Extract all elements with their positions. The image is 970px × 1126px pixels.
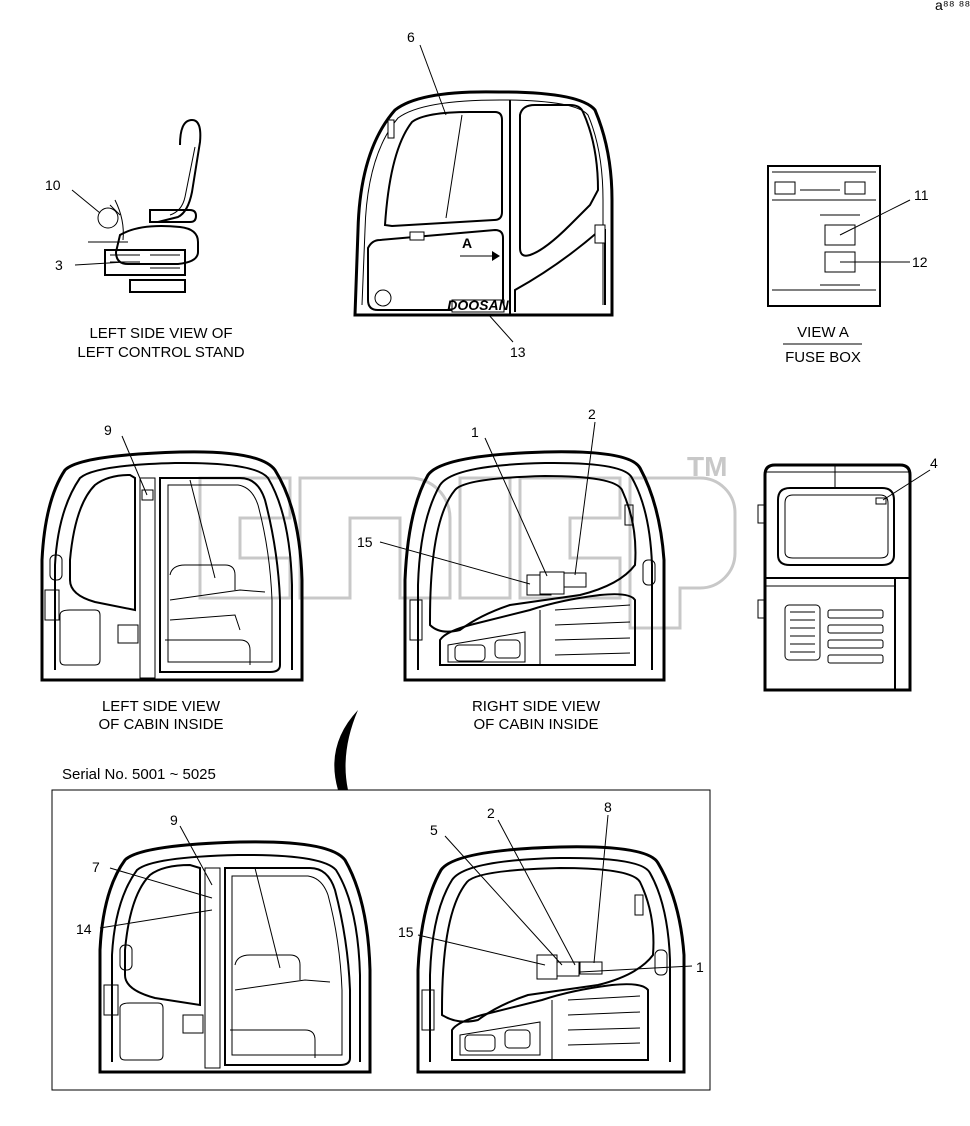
right-cabin-view: 1 2 15 RIGHT SIDE VIEW OF CABIN INSIDE	[357, 406, 666, 733]
fuse-caption-line1: VIEW A	[797, 324, 849, 341]
callout-door-13: 13	[510, 344, 526, 360]
fuse-box-view: 11 12 VIEW A FUSE BOX	[767, 165, 929, 366]
callout-seat-3: 3	[55, 257, 63, 273]
door-view: DOOSAN A 6 13	[353, 29, 614, 360]
callout-right-15: 15	[357, 534, 373, 550]
serial-frame	[51, 789, 711, 1091]
callout-right-2: 2	[588, 406, 596, 422]
callout-serial-left-7: 7	[92, 859, 100, 875]
door-arrow-label: A	[462, 235, 472, 251]
callout-right-1: 1	[471, 424, 479, 440]
seat-view: 10 3 LEFT SIDE VIEW OF LEFT CONTROL STAN…	[45, 118, 245, 361]
seat-caption-line2: LEFT CONTROL STAND	[77, 344, 244, 361]
callout-rear-4: 4	[930, 455, 938, 471]
rear-cabin-view: 4	[757, 455, 938, 692]
serial-left-cabin-view: 9 7 14	[76, 812, 372, 1074]
left-cabin-view: 9 LEFT SIDE VIEW OF CABIN INSIDE	[40, 422, 304, 733]
corner-mark: a⁸⁸ ⁸⁸⁸	[935, 0, 970, 13]
left-cabin-caption-line2: OF CABIN INSIDE	[98, 716, 223, 733]
callout-serial-right-2: 2	[487, 805, 495, 821]
serial-right-cabin-view: 5 2 8 15 1	[398, 799, 704, 1074]
callout-left-9: 9	[104, 422, 112, 438]
fuse-caption-line2: FUSE BOX	[785, 349, 861, 366]
serial-section: Serial No. 5001 ~ 5025 9 7 14	[51, 710, 711, 1091]
callout-serial-left-9: 9	[170, 812, 178, 828]
right-cabin-caption-line1: RIGHT SIDE VIEW	[472, 698, 601, 715]
right-cabin-caption-line2: OF CABIN INSIDE	[473, 716, 598, 733]
door-brand-plate: DOOSAN	[447, 297, 509, 313]
callout-serial-right-8: 8	[604, 799, 612, 815]
watermark-tm: TM	[687, 451, 727, 482]
callout-seat-10: 10	[45, 177, 61, 193]
left-cabin-caption-line1: LEFT SIDE VIEW	[102, 698, 221, 715]
callout-serial-right-15: 15	[398, 924, 414, 940]
watermark-logo: TM	[198, 451, 737, 630]
serial-label: Serial No. 5001 ~ 5025	[62, 766, 216, 783]
callout-fuse-12: 12	[912, 254, 928, 270]
callout-serial-right-5: 5	[430, 822, 438, 838]
callout-fuse-11: 11	[914, 187, 929, 203]
callout-serial-left-14: 14	[76, 921, 92, 937]
callout-door-6: 6	[407, 29, 415, 45]
seat-caption-line1: LEFT SIDE VIEW OF	[89, 325, 232, 342]
callout-serial-right-1: 1	[696, 959, 704, 975]
